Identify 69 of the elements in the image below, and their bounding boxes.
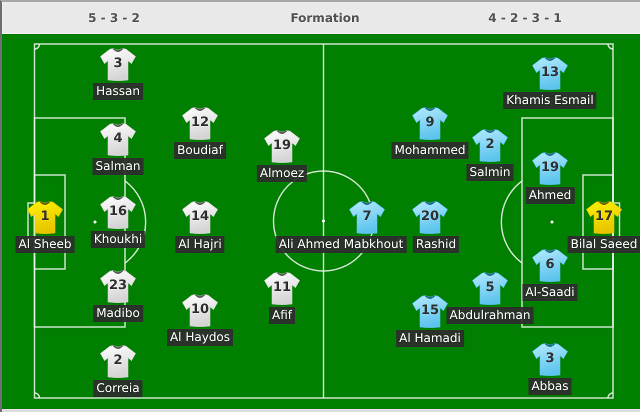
player-name-label: Khoukhi (90, 231, 146, 248)
jersey (182, 107, 218, 140)
player-name-label: Al Hamadi (396, 330, 464, 347)
jersey (27, 201, 63, 234)
player-name-label: Mohammed (391, 142, 469, 159)
player-name-label: Bilal Saeed (568, 236, 640, 253)
jersey-number: 19 (540, 160, 560, 176)
player-name-label: Rashid (412, 236, 460, 253)
jersey (412, 201, 448, 234)
jersey-number: 3 (544, 351, 556, 367)
jersey-number: 6 (544, 257, 556, 273)
jersey-number: 9 (424, 115, 436, 131)
player-name-label: Khamis Esmail (503, 92, 597, 109)
formation-label: 4 - 2 - 3 - 1 (488, 11, 562, 25)
jersey-number: 16 (108, 204, 128, 220)
player-name-label: Almoez (256, 165, 308, 182)
jersey-number: 20 (420, 209, 440, 225)
player-name-label: Abbas (528, 378, 572, 395)
jersey (532, 249, 568, 282)
jersey (412, 295, 448, 328)
player-name-label: Salman (92, 158, 144, 175)
jersey-number: 5 (484, 280, 496, 296)
jersey-number: 14 (190, 209, 210, 225)
jersey (532, 343, 568, 376)
jersey-number: 4 (112, 131, 124, 147)
player-name-label: Correia (93, 380, 143, 397)
jersey-number: 23 (108, 278, 128, 294)
jersey (182, 294, 218, 327)
jersey-number: 7 (361, 209, 373, 225)
jersey (100, 345, 136, 378)
player-name-label: Ahmed (526, 187, 574, 204)
jersey-number: 2 (112, 353, 124, 369)
player-name-label: Salmin (466, 164, 514, 181)
jersey-number: 11 (272, 280, 292, 296)
jersey-number: 10 (190, 302, 210, 318)
player-name-label: Al Hajri (175, 236, 225, 253)
jersey-number: 12 (190, 115, 210, 131)
jersey-number: 2 (484, 137, 496, 153)
jersey (182, 201, 218, 234)
player-name-label: Abdulrahman (446, 307, 534, 324)
formation-label: 5 - 3 - 2 (88, 11, 140, 25)
player-name-label: Al-Saadi (522, 284, 578, 301)
jersey-number: 17 (594, 209, 614, 225)
jersey (100, 196, 136, 229)
jersey (532, 152, 568, 185)
player-name-label: Hassan (93, 83, 143, 100)
jersey (532, 57, 568, 90)
player-name-label: Ali Ahmed Mabkhout (276, 236, 406, 253)
jersey (100, 123, 136, 156)
jersey (264, 272, 300, 305)
jersey (412, 107, 448, 140)
player-name-label: Al Haydos (166, 329, 234, 346)
jersey (349, 201, 385, 234)
jersey (100, 270, 136, 303)
jersey-number: 13 (540, 65, 560, 81)
player-name-label: Al Sheeb (16, 236, 74, 253)
jersey (586, 201, 622, 234)
jersey (472, 129, 508, 162)
jersey (264, 130, 300, 163)
diagram-title: Formation (290, 11, 360, 25)
jersey-number: 1 (39, 209, 51, 225)
player-name-label: Afif (269, 307, 295, 324)
player-name-label: Boudiaf (174, 142, 226, 159)
jersey-number: 3 (112, 56, 124, 72)
jersey (100, 48, 136, 81)
jersey-number: 15 (420, 303, 440, 319)
player-name-label: Madibo (93, 305, 143, 322)
jersey-number: 19 (272, 138, 292, 154)
jersey (472, 272, 508, 305)
